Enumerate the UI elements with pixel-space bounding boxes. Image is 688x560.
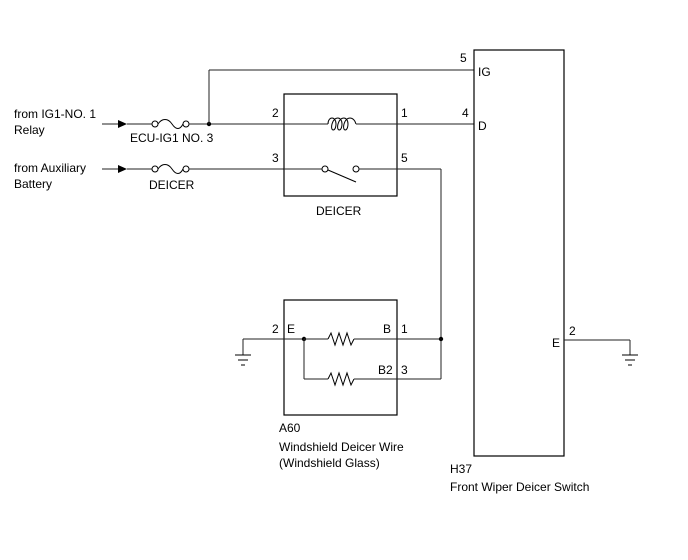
relay-coil-icon: [327, 117, 357, 131]
deicer-pin-3: 3: [401, 363, 408, 377]
deicer-term-e: E: [287, 322, 295, 336]
switch-name: Front Wiper Deicer Switch: [450, 480, 589, 494]
deicer-wire-name-line1: Windshield Deicer Wire: [279, 440, 404, 454]
deicer-term-b2: B2: [378, 363, 393, 377]
switch-term-e: E: [552, 336, 560, 350]
arrow-ig1-icon: [118, 120, 127, 128]
resistor-lower-icon: [327, 371, 355, 387]
fuse-deicer-label: DEICER: [149, 178, 195, 192]
arrow-aux-icon: [118, 165, 127, 173]
deicer-term-b: B: [383, 322, 391, 336]
ground-right-icon: [622, 354, 638, 366]
relay-label: DEICER: [316, 204, 362, 218]
relay-pin-5: 5: [401, 151, 408, 165]
relay-switch-contact-icon: [321, 165, 360, 183]
switch-pin-2: 2: [569, 324, 576, 338]
fuse-deicer-icon: [151, 164, 190, 174]
deicer-wire-code: A60: [279, 421, 301, 435]
switch-pin-4: 4: [462, 106, 469, 120]
source-ig1-label-line2: Relay: [14, 123, 45, 137]
relay-pin-1: 1: [401, 106, 408, 120]
switch-code: H37: [450, 462, 472, 476]
fuse-ecu-ig1-icon: [151, 119, 190, 129]
switch-term-ig: IG: [478, 65, 491, 79]
resistor-upper-icon: [327, 331, 355, 347]
relay-pin-3: 3: [272, 151, 279, 165]
deicer-pin-2: 2: [272, 322, 279, 336]
source-ig1-label-line1: from IG1-NO. 1: [14, 107, 96, 121]
deicer-pin-1: 1: [401, 322, 408, 336]
ground-left-icon: [235, 354, 251, 366]
deicer-wire-box: [283, 299, 398, 416]
switch-pin-5: 5: [460, 51, 467, 65]
fuse-ecu-ig1-label: ECU-IG1 NO. 3: [130, 131, 214, 145]
deicer-wire-name-line2: (Windshield Glass): [279, 456, 380, 470]
relay-deicer-box: [283, 93, 398, 197]
switch-term-d: D: [478, 119, 487, 133]
switch-box: [473, 49, 565, 457]
junction-dot-b: [438, 336, 444, 342]
relay-pin-2: 2: [272, 106, 279, 120]
source-aux-label-line2: Battery: [14, 177, 52, 191]
source-aux-label-line1: from Auxiliary: [14, 161, 86, 175]
